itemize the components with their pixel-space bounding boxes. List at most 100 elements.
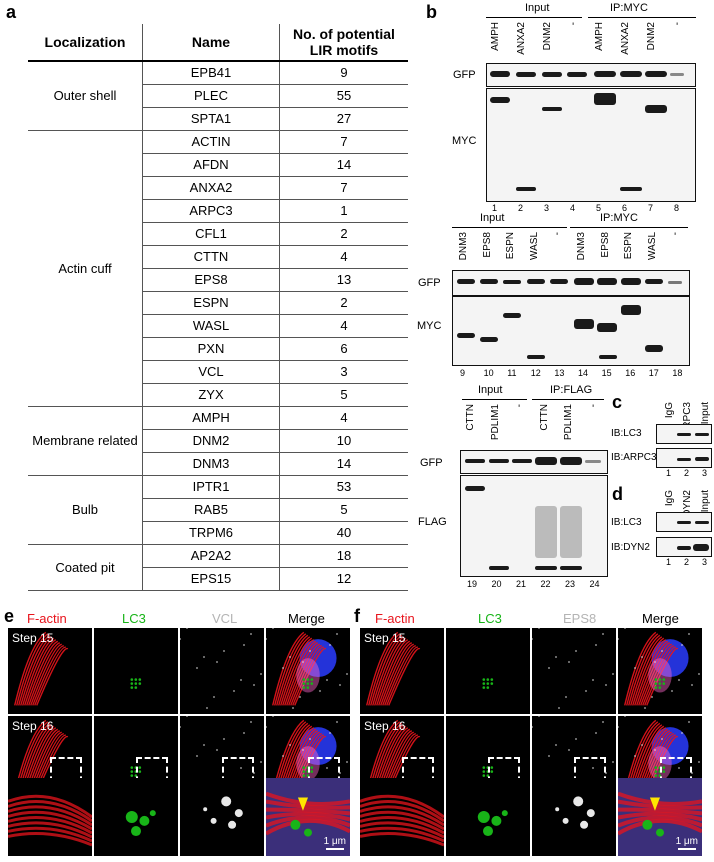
band (542, 107, 562, 111)
micro-lc3-zoom-art (477, 810, 508, 837)
band (695, 457, 709, 461)
micro-factin-zoom-art (8, 794, 92, 847)
name-cell: DNM3 (142, 452, 280, 476)
blot2-row-myc: MYC (417, 320, 442, 332)
lane-number: 17 (648, 368, 659, 378)
table-row: Membrane related AMPH 4 (28, 406, 408, 476)
band (512, 459, 532, 463)
blot2-ip-header: IP:MYC (600, 212, 638, 224)
name-cell: CTTN (142, 245, 280, 269)
band (503, 280, 521, 284)
band (585, 460, 601, 463)
step-label: Step 16 (12, 719, 54, 733)
lane-number: 5 (596, 203, 602, 213)
blot2-ip-line (570, 227, 688, 228)
name-cell: AFDN (142, 153, 280, 177)
lane-label: ESPN (623, 232, 635, 260)
band (550, 279, 568, 284)
name-cell: EPS8 (142, 268, 280, 292)
lane-label: DNM3 (458, 232, 469, 261)
count-cell: 7 (279, 176, 408, 200)
blot1-input-header: Input (525, 2, 550, 14)
band (668, 281, 682, 284)
lane-number: 11 (507, 368, 517, 378)
count-cell: 9 (279, 60, 408, 85)
lane-number: 9 (460, 368, 466, 378)
band (645, 71, 667, 77)
blot2-input-header: Input (480, 212, 505, 224)
lane-label: DNM2 (542, 22, 553, 51)
header-localization: Localization (28, 24, 143, 62)
blotc-arpc3-membrane (656, 448, 712, 468)
lane-number: 13 (554, 368, 565, 378)
lane-label: PDLIM1 (489, 404, 501, 441)
lane-number: 20 (491, 579, 502, 589)
micro-marker-step15-art (532, 628, 614, 709)
lane-number: 3 (702, 468, 708, 478)
micro-lc3-step15-art (130, 678, 142, 689)
count-cell: 2 (279, 222, 408, 246)
blot1-myc-membrane (486, 88, 696, 202)
micro-marker-zoom-art (555, 796, 595, 829)
lane-label: Input (700, 402, 711, 425)
name-cell: EPS15 (142, 567, 280, 591)
lane-number: 7 (648, 203, 654, 213)
micro-lc3-zoom (446, 778, 530, 856)
count-cell: 2 (279, 291, 408, 315)
panel-label-d: d (612, 484, 623, 504)
lane-label: DNM2 (646, 22, 657, 51)
count-cell: 4 (279, 406, 408, 430)
band (645, 105, 667, 113)
e-channel-factin: F-actin (27, 611, 67, 626)
lane-number: 24 (589, 579, 600, 589)
lane-label: - (552, 232, 564, 236)
e-channel-vcl: VCL (212, 611, 238, 626)
micro-lc3-step15 (446, 628, 530, 714)
lane-label: WASL (528, 232, 540, 260)
band (516, 187, 536, 191)
band (535, 506, 557, 558)
micro-merge-zoom-art (266, 778, 350, 856)
blot1-row-myc: MYC (452, 135, 477, 147)
band (620, 71, 642, 77)
count-cell: 4 (279, 314, 408, 338)
blotd-dyn2-membrane (656, 537, 712, 557)
micro-marker-zoom (532, 778, 616, 856)
band (621, 278, 641, 285)
blot3-ip-header: IP:FLAG (550, 384, 593, 396)
scale-bar (678, 848, 696, 850)
micro-merge-step15 (266, 628, 350, 714)
count-cell: 3 (279, 360, 408, 384)
localization-cell: Coated pit (28, 544, 143, 591)
blotc-lc3-membrane (656, 424, 712, 444)
count-cell: 10 (279, 429, 408, 453)
f-channel-eps8: EPS8 (563, 611, 597, 626)
lane-label: EPS8 (481, 232, 493, 258)
band (695, 521, 709, 524)
count-cell: 53 (279, 475, 408, 499)
lane-number: 14 (578, 368, 589, 378)
step-label: Step 16 (364, 719, 406, 733)
count-cell: 12 (279, 567, 408, 591)
blotd-row-lc3: IB:LC3 (611, 517, 642, 528)
band (677, 546, 691, 550)
localization-cell: Bulb (28, 475, 143, 545)
lane-label: - (568, 22, 579, 26)
band (574, 278, 594, 285)
micro-factin-step15-art (14, 631, 69, 706)
blot1-row-gfp: GFP (453, 69, 476, 81)
count-cell: 1 (279, 199, 408, 223)
lane-label: - (670, 232, 682, 236)
name-cell: RAB5 (142, 498, 280, 522)
lane-number: 3 (702, 557, 708, 567)
table-row: Actin cuff ACTIN 7 (28, 130, 408, 407)
lane-number: 1 (666, 557, 672, 567)
micro-merge-zoom: 1 μm (618, 778, 702, 856)
